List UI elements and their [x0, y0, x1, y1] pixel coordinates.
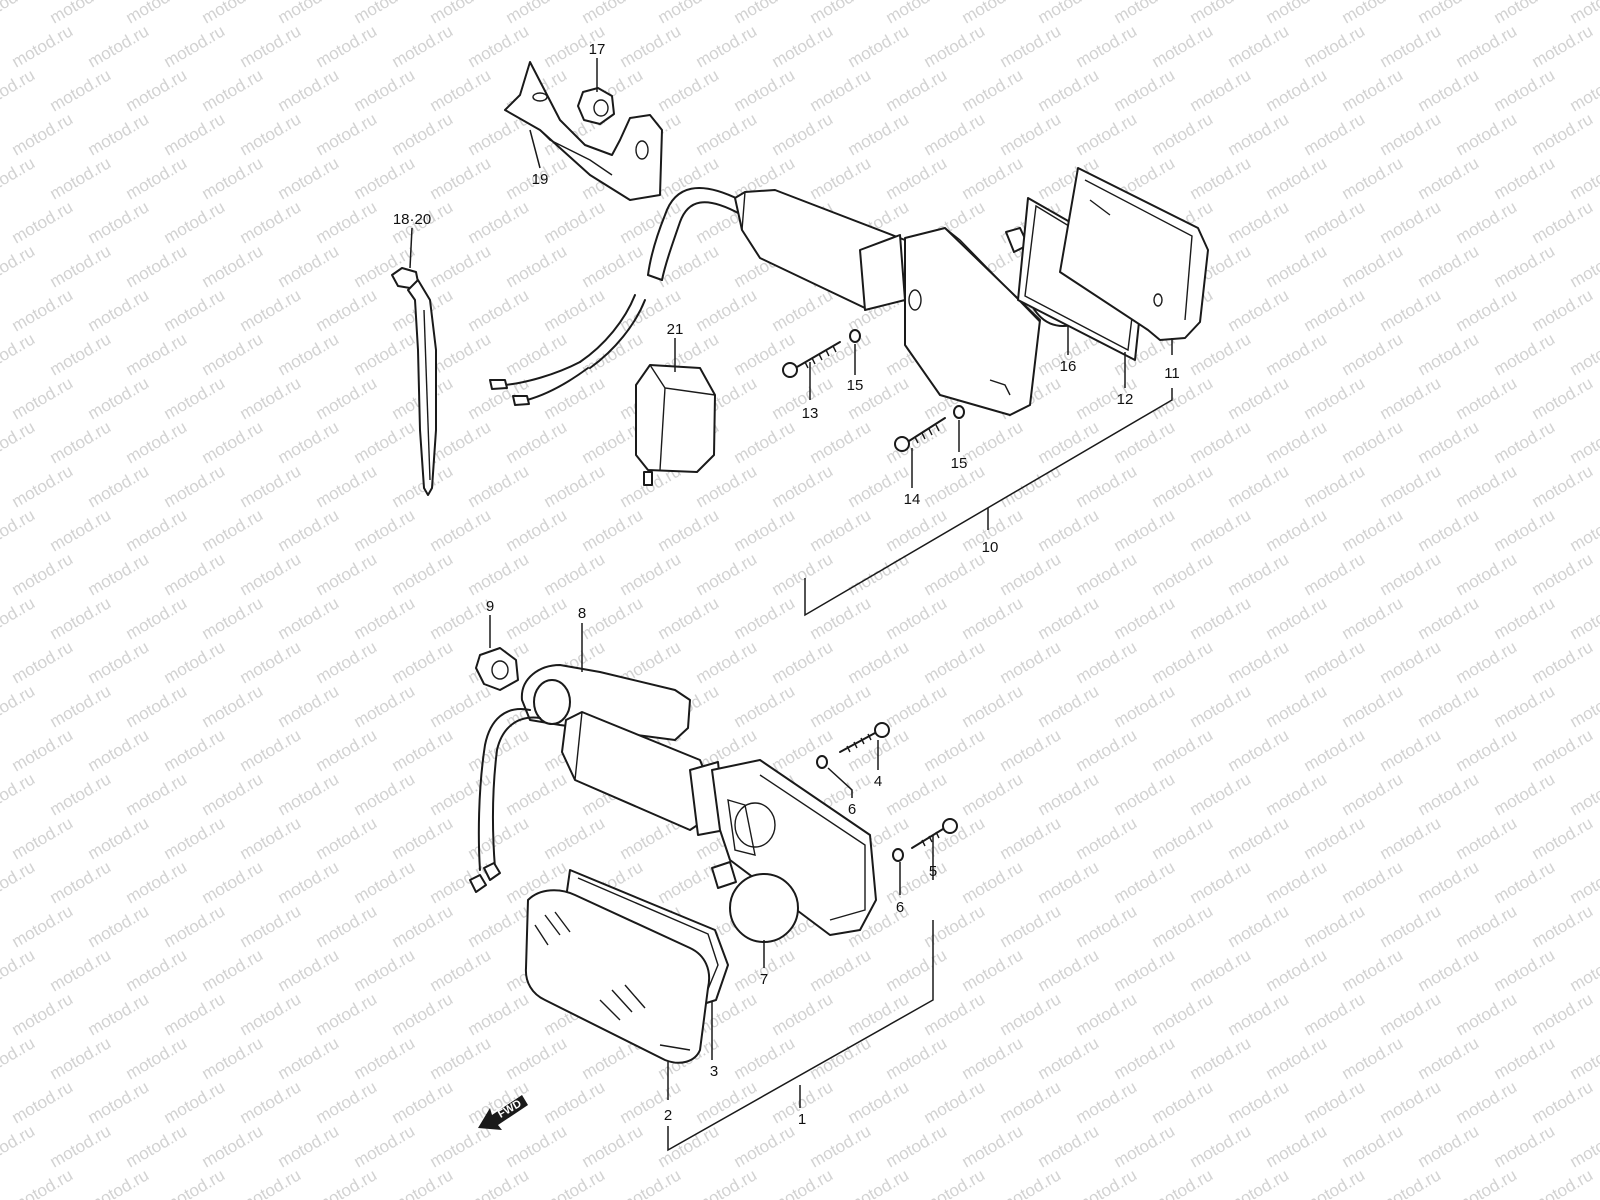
callout-1: 1	[798, 1111, 806, 1128]
fwd-arrow-icon	[478, 1095, 528, 1130]
callout-6-lower: 6	[896, 899, 904, 916]
callout-4: 4	[874, 773, 882, 790]
callout-12: 12	[1117, 391, 1134, 408]
callout-11: 11	[1164, 365, 1180, 382]
lens-11	[1059, 167, 1209, 341]
screw-4	[839, 722, 890, 753]
washer-6-lower	[892, 848, 904, 862]
bracket-8	[520, 664, 691, 741]
callout-labels: 17 19 18·20 21 13 15 14 15 16 12 11 10 9…	[393, 41, 1180, 1128]
callout-15-lower: 15	[951, 455, 968, 472]
callout-16: 16	[1060, 358, 1077, 375]
callout-5: 5	[929, 863, 937, 880]
callout-13: 13	[802, 405, 819, 422]
callout-17: 17	[589, 41, 606, 58]
relay-21	[635, 364, 716, 486]
leader-lines	[409, 58, 1173, 1152]
cable-tie-18-20	[391, 267, 437, 496]
callout-2: 2	[664, 1107, 672, 1124]
callout-14: 14	[904, 491, 921, 508]
screw-5	[911, 818, 958, 849]
callout-10: 10	[982, 539, 999, 556]
washer-15-lower	[953, 405, 965, 419]
bulb-7	[711, 861, 799, 943]
fwd-label: FWD	[496, 1098, 524, 1121]
callout-9: 9	[486, 598, 494, 615]
callout-18-20: 18·20	[393, 211, 431, 228]
upper-wire	[489, 187, 741, 406]
screw-14	[894, 417, 946, 452]
callout-8: 8	[578, 605, 586, 622]
lens-2	[524, 889, 710, 1064]
callout-7: 7	[760, 971, 768, 988]
upper-turn-signal-body	[734, 189, 1041, 416]
callout-3: 3	[710, 1063, 718, 1080]
callout-15-upper: 15	[847, 377, 864, 394]
callout-6-upper: 6	[848, 801, 856, 818]
callout-19: 19	[532, 171, 549, 188]
washer-15-upper	[849, 329, 861, 343]
lower-wire	[469, 708, 541, 893]
washer-6-upper	[816, 755, 828, 769]
screw-13	[782, 341, 841, 378]
nut-9	[475, 647, 519, 691]
callout-21: 21	[667, 321, 684, 338]
nut-17	[577, 87, 615, 125]
lower-turn-signal-body	[561, 711, 877, 936]
rear-bracket-19	[504, 61, 663, 201]
